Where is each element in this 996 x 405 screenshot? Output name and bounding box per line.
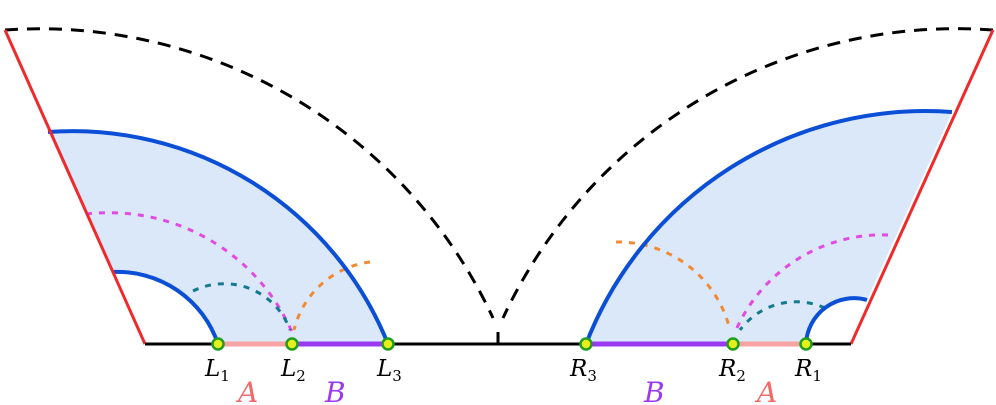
label-L2: L2 <box>280 356 306 385</box>
right-orange-geodesic <box>615 240 732 331</box>
label-L3: L3 <box>376 356 402 385</box>
right-wedge-edge <box>849 29 995 345</box>
left-wedge-edge <box>3 29 147 345</box>
region-label-right-B: B <box>643 376 665 405</box>
left-horizon-dashed-arc <box>4 27 495 319</box>
right-inner-rt-surface <box>804 296 868 345</box>
right-entanglement-region <box>586 111 952 344</box>
region-label-left-B: B <box>324 376 346 405</box>
right-teal-geodesic <box>738 300 826 331</box>
left-entanglement-region <box>48 131 388 344</box>
point-L3 <box>381 337 395 351</box>
right-outer-rt-surface <box>584 109 953 345</box>
label-L1: L1 <box>204 356 230 385</box>
left-outer-rt-surface <box>47 129 390 345</box>
point-R3 <box>579 337 593 351</box>
left-orange-geodesic <box>292 260 371 331</box>
region-label-right-A: A <box>754 376 777 405</box>
region-label-left-A: A <box>235 376 258 405</box>
right-magenta-geodesic <box>734 233 889 331</box>
label-R2: R2 <box>718 356 746 385</box>
left-inner-rt-surface <box>111 269 220 345</box>
label-R1: R1 <box>794 356 822 385</box>
label-R3: R3 <box>569 356 597 385</box>
point-R2 <box>726 337 740 351</box>
point-R1 <box>799 337 813 351</box>
point-L1 <box>211 337 225 351</box>
point-L2 <box>285 337 299 351</box>
right-horizon-dashed-arc <box>501 27 994 319</box>
left-teal-geodesic <box>192 282 292 331</box>
